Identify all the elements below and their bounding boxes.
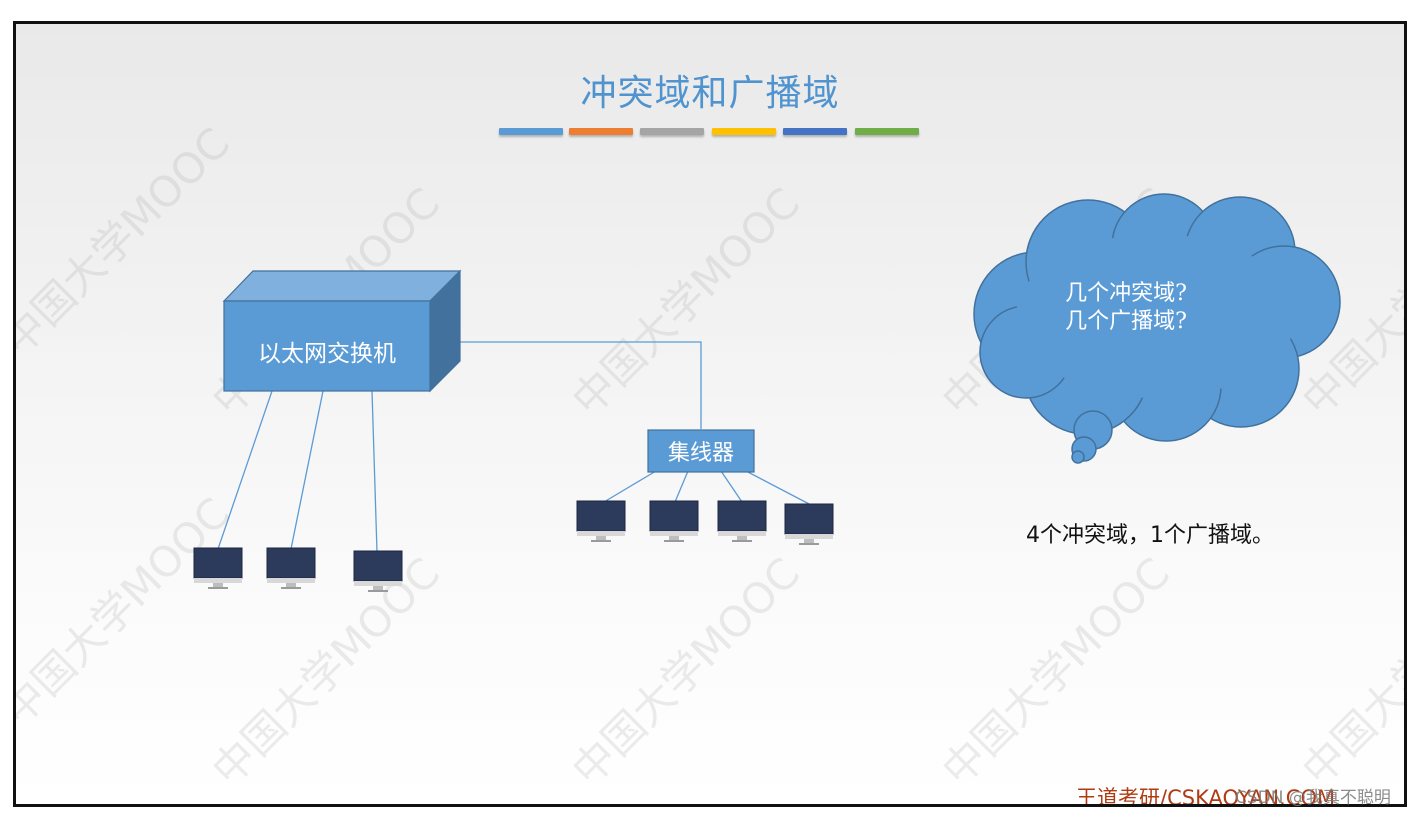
cloud-question: 几个冲突域? 几个广播域? [1016,280,1236,336]
switch-links [217,390,378,553]
accent-bar [569,128,633,135]
switch-top-face [222,270,462,302]
monitor-icon [266,547,316,589]
hub-label: 集线器 [667,441,734,466]
switch-label: 以太网交换机 [258,341,396,367]
switch-front-face [223,300,431,392]
thought-cloud [973,193,1341,464]
monitor-icon [784,503,834,545]
monitor-icon [717,500,767,542]
link-line [290,390,324,550]
link-line [745,470,812,506]
link-line [371,390,378,553]
slide: 中国大学MOOC 中国大学MOOC 中国大学MOOC 中国大学MOOC 中国大学… [13,21,1407,807]
monitor-icon [353,550,403,592]
accent-bar [640,128,704,135]
switch-hub-link [459,341,702,429]
accent-bar [855,128,919,135]
link-line [603,470,657,503]
question-broadcast: 几个广播域? [1065,309,1187,334]
hub-box [647,429,755,473]
hub-links [603,470,812,506]
link-line [217,390,273,550]
link-line [674,470,689,503]
answer-text: 4个冲突域，1个广播域。 [1026,523,1274,548]
link-line [720,470,743,503]
monitor-icon [576,500,626,542]
monitor-icon [649,500,699,542]
accent-bar [712,128,776,135]
csdn-watermark: CSDN @我真不聪明 [1235,788,1391,808]
slide-title: 冲突域和广播域 [580,73,840,114]
monitor-icon [193,547,243,589]
accent-bar [499,128,563,135]
footer-brand: 王道考研/CSKAOYAN.COM [1076,786,1336,807]
question-collision: 几个冲突域? [1065,281,1187,306]
network-diagram [193,193,1341,592]
ethernet-switch [222,269,462,393]
accent-bar [783,128,847,135]
